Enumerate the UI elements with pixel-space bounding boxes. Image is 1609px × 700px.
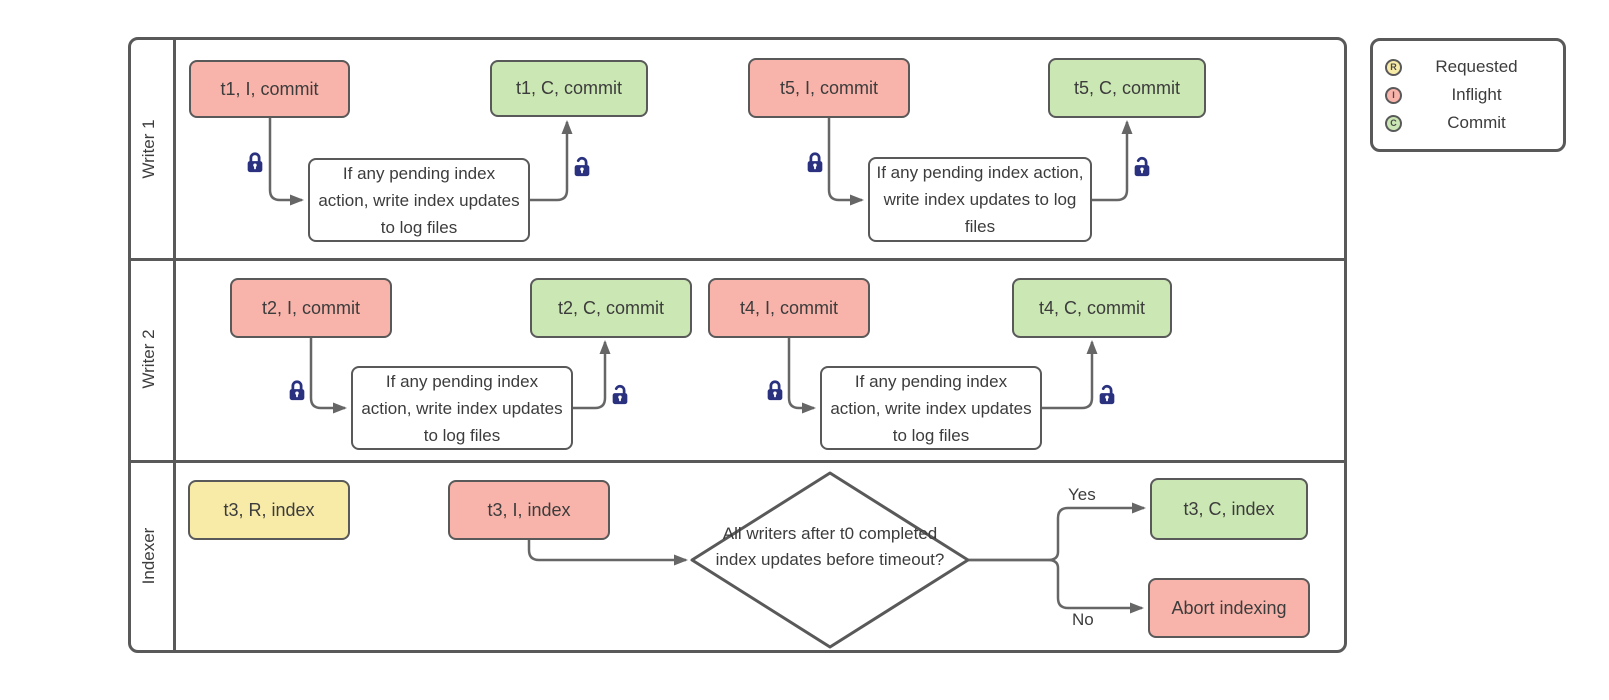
node-t2-commit: t2, C, commit xyxy=(530,278,692,338)
node-t2-inflight: t2, I, commit xyxy=(230,278,392,338)
decision-question: All writers after t0 completed index upd… xyxy=(715,524,945,569)
process-note-4: If any pending index action, write index… xyxy=(820,366,1042,450)
node-t1-commit: t1, C, commit xyxy=(490,60,648,117)
process-note-1: If any pending index action, write index… xyxy=(308,158,530,242)
node-t4-commit: t4, C, commit xyxy=(1012,278,1172,338)
lane-label-indexer: Indexer xyxy=(139,527,158,585)
inflight-state-icon: I xyxy=(1385,86,1402,104)
node-t3-requested: t3, R, index xyxy=(188,480,350,540)
node-t4-inflight: t4, I, commit xyxy=(708,278,870,338)
lane-label-writer-1: Writer 1 xyxy=(139,119,158,179)
node-t3-inflight: t3, I, index xyxy=(448,480,610,540)
lane-label-column-divider xyxy=(173,40,176,650)
node-t3-commit: t3, C, index xyxy=(1150,478,1308,540)
node-t1-inflight: t1, I, commit xyxy=(189,60,350,118)
lane-divider-2 xyxy=(131,460,1344,463)
commit-state-icon: C xyxy=(1385,114,1402,132)
node-t5-inflight: t5, I, commit xyxy=(748,58,910,118)
legend-item-inflight: I Inflight xyxy=(1385,81,1551,109)
process-note-2: If any pending index action, write index… xyxy=(868,157,1092,242)
legend-label-requested: Requested xyxy=(1435,57,1518,76)
requested-state-icon: R xyxy=(1385,58,1402,76)
legend-label-inflight: Inflight xyxy=(1451,85,1502,104)
node-t5-commit: t5, C, commit xyxy=(1048,58,1206,118)
legend-item-commit: C Commit xyxy=(1385,109,1551,137)
edge-label-yes: Yes xyxy=(1068,485,1096,504)
legend: R Requested I Inflight C Commit xyxy=(1370,38,1566,152)
edge-label-no: No xyxy=(1072,610,1094,629)
legend-item-requested: R Requested xyxy=(1385,53,1551,81)
lane-divider-1 xyxy=(131,258,1344,261)
legend-label-commit: Commit xyxy=(1447,113,1506,132)
process-note-3: If any pending index action, write index… xyxy=(351,366,573,450)
lane-label-writer-2: Writer 2 xyxy=(139,329,158,389)
node-abort-indexing: Abort indexing xyxy=(1148,578,1310,638)
